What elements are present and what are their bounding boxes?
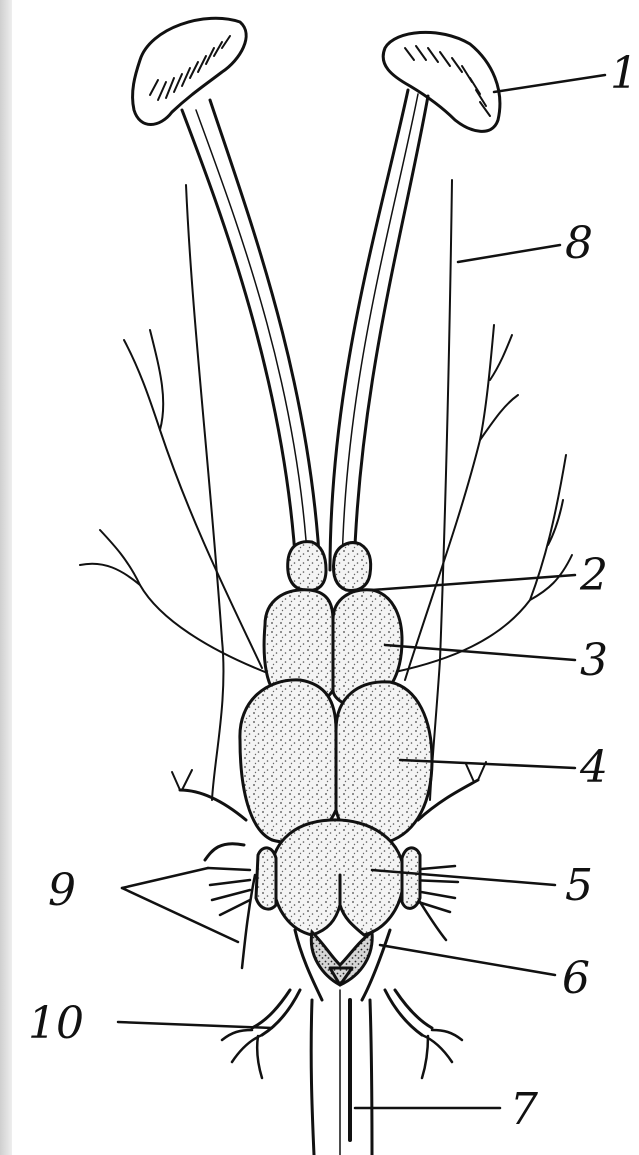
label-4: 4 [579, 742, 608, 793]
leader-line-2 [372, 575, 575, 590]
leader-line-1 [494, 75, 605, 92]
leader-line-9a [122, 868, 208, 888]
label-7: 7 [510, 1084, 538, 1135]
leader-line-10 [118, 1022, 272, 1028]
olfactory-bulb-left [133, 18, 247, 124]
label-6: 6 [562, 953, 590, 1004]
spinal-cord [311, 990, 372, 1155]
label-9: 9 [48, 865, 76, 916]
olfactory-tracts [182, 90, 428, 570]
label-5: 5 [565, 860, 593, 911]
label-10: 10 [28, 998, 84, 1049]
label-8: 8 [565, 218, 593, 269]
label-1: 1 [610, 48, 638, 99]
lower-branching-nerves [222, 990, 462, 1078]
label-2: 2 [579, 550, 608, 601]
leader-line-8 [458, 245, 560, 262]
leader-line-6 [380, 945, 555, 975]
medulla-region [295, 930, 390, 1000]
label-3: 3 [580, 635, 608, 686]
